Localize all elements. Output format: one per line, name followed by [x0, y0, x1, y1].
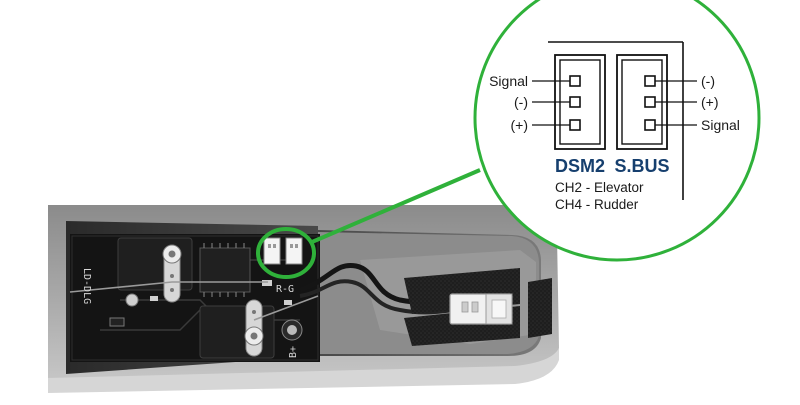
dsm2-connector-name: DSM2: [555, 156, 605, 176]
highlight-group: [256, 168, 481, 279]
sbus-connector-name: S.BUS: [614, 156, 669, 176]
receiver-port-headers: [263, 237, 303, 265]
silkscreen-bplus: B+: [288, 346, 299, 358]
servo-rudder: [199, 305, 275, 359]
channel-info-ch4: CH4 - Rudder: [555, 197, 639, 212]
dsm2-pin-signal-label: Signal: [489, 73, 528, 89]
silkscreen-rg: R-G: [276, 284, 294, 295]
mcu-chip: [199, 247, 251, 293]
callout-leader-line: [311, 168, 481, 244]
sbus-pin-positive-label: (+): [701, 94, 719, 110]
pushrod-rudder: [253, 295, 319, 321]
callout-magnifier: Signal (-) (+) (-) (+) Signal DSM2 S.BUS…: [473, 0, 761, 262]
pushrod-elevator: [69, 281, 268, 293]
servo-horn-rudder: [244, 299, 264, 357]
battery-connector: [449, 293, 513, 325]
dsm2-pin-positive-label: (+): [511, 117, 529, 133]
velcro-strap-end: [528, 278, 552, 338]
dsm2-pin-negative-label: (-): [514, 94, 528, 110]
sbus-pin-signal-label: Signal: [701, 117, 740, 133]
channel-info-ch2: CH2 - Elevator: [555, 180, 644, 195]
sbus-pin-negative-label: (-): [701, 73, 715, 89]
port-highlight-ring: [256, 227, 316, 279]
receiver-pcb: [70, 234, 320, 362]
servo-horn-elevator: [162, 244, 182, 303]
fuselage-photo: LD-DLG B+ R-G: [48, 205, 559, 393]
silkscreen-model: LD-DLG: [81, 268, 92, 304]
